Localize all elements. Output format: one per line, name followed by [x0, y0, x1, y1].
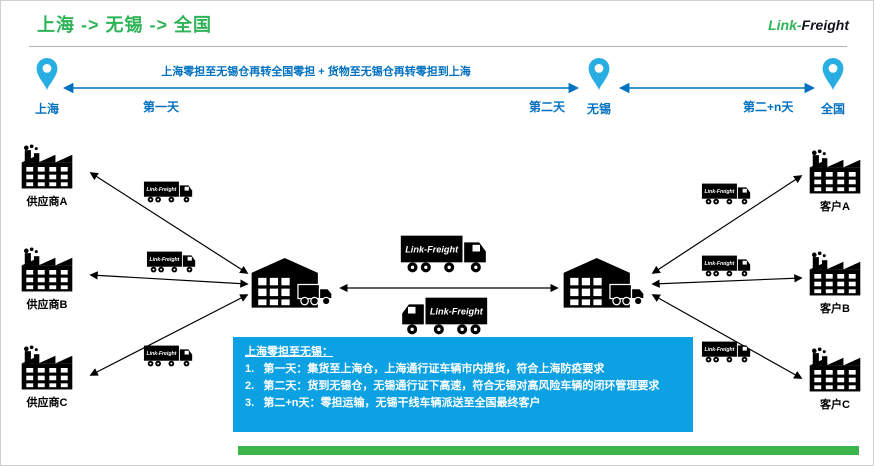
info-box-item-2: 2. 第二天：货到无锡仓，无锡通行证下高速，符合无锡对高风险车辆的闭环管理要求 — [245, 380, 660, 393]
info-box-item-3: 3. 第二+n天：零担运输，无锡干线车辆派送至全国最终客户 — [245, 397, 541, 410]
map-pin-shanghai — [35, 57, 59, 91]
brand-logo-freight: Freight — [801, 17, 849, 33]
truck-customer-a — [701, 179, 753, 209]
warehouse-wuxi — [561, 253, 649, 311]
info-box: 上海零担至无锡： 1. 第一天：集货至上海仓，上海通行证车辆市内提货，符合上海防… — [233, 337, 693, 432]
supplier-a-node: 供应商A — [15, 144, 79, 209]
day2n-label: 第二+n天 — [743, 100, 794, 114]
brand-logo: Link-Freight — [768, 17, 849, 33]
factory-icon — [806, 149, 864, 195]
factory-icon — [806, 347, 864, 393]
map-pin-quanguo — [821, 57, 845, 91]
info-box-title: 上海零担至无锡： — [245, 346, 333, 358]
warehouse-icon — [249, 253, 337, 311]
map-pin-wuxi — [587, 57, 611, 91]
truck-supplier-c — [143, 341, 195, 371]
supplier-c-node: 供应商C — [15, 345, 79, 410]
header-divider — [29, 46, 847, 47]
warehouse-shanghai — [249, 253, 337, 311]
truck-linehaul-outbound — [399, 229, 491, 279]
factory-icon — [806, 251, 864, 297]
customer-a-node: 客户A — [803, 149, 867, 214]
supplier-b-label: 供应商B — [26, 299, 68, 311]
truck-linehaul-return — [397, 291, 489, 341]
truck-icon — [397, 291, 489, 341]
truck-icon — [143, 177, 195, 207]
warehouse-icon — [561, 253, 649, 311]
truck-icon — [701, 179, 753, 209]
day1-label: 第一天 — [143, 100, 180, 114]
info-box-item-1: 1. 第一天：集货至上海仓，上海通行证车辆市内提货，符合上海防疫要求 — [245, 363, 605, 376]
brand-logo-link: Link- — [768, 17, 802, 33]
factory-icon — [18, 345, 76, 391]
route-note: 上海零担至无锡仓再转全国零担 + 货物至无锡仓再转零担到上海 — [161, 66, 471, 78]
truck-customer-c — [701, 337, 753, 367]
factory-icon — [18, 144, 76, 190]
supplier-a-label: 供应商A — [26, 196, 68, 208]
customer-c-node: 客户C — [803, 347, 867, 412]
page-title: 上海 -> 无锡 -> 全国 — [37, 15, 213, 35]
day2-label: 第二天 — [529, 100, 566, 114]
truck-icon — [143, 341, 195, 371]
truck-supplier-a — [143, 177, 195, 207]
location-pin-icon — [35, 57, 59, 91]
truck-icon — [701, 251, 753, 281]
truck-icon — [701, 337, 753, 367]
supplier-c-label: 供应商C — [26, 397, 68, 409]
truck-icon — [399, 229, 491, 279]
pin-label-shanghai: 上海 — [34, 102, 59, 116]
truck-customer-b — [701, 251, 753, 281]
customer-b-label: 客户B — [820, 303, 850, 315]
truck-icon — [146, 247, 198, 277]
customer-c-label: 客户C — [820, 399, 850, 411]
pin-label-wuxi: 无锡 — [586, 102, 611, 116]
bottom-green-bar — [238, 446, 859, 455]
location-pin-icon — [821, 57, 845, 91]
supplier-b-node: 供应商B — [15, 247, 79, 312]
truck-supplier-b — [146, 247, 198, 277]
location-pin-icon — [587, 57, 611, 91]
customer-a-label: 客户A — [820, 201, 850, 213]
pin-label-quanguo: 全国 — [820, 102, 845, 116]
customer-b-node: 客户B — [803, 251, 867, 316]
factory-icon — [18, 247, 76, 293]
